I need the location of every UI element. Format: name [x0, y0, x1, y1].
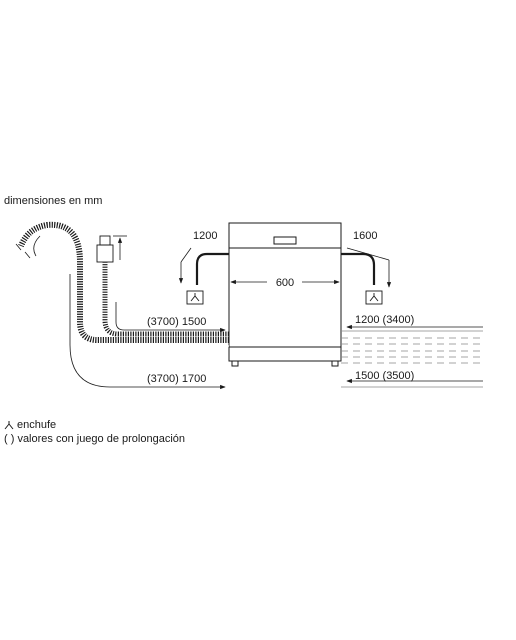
socket-left: [186, 290, 204, 305]
plug-left-icon: [190, 293, 200, 302]
left-cable-length: 1200: [193, 230, 217, 242]
legend-extension-note: ( ) valores con juego de prolongación: [4, 433, 186, 445]
right-inlet-length: 1200 (3400): [355, 314, 414, 326]
right-hose-lines: [341, 330, 483, 388]
inlet-hose-length: (3700) 1500: [147, 316, 206, 328]
left-power-cable: [178, 247, 229, 305]
width-label: 600: [276, 277, 294, 289]
hose-hook: [15, 243, 31, 259]
valve-connector: [99, 235, 111, 246]
legend-plug: enchufe: [4, 418, 56, 432]
right-drain-length: 1500 (3500): [355, 370, 414, 382]
aquastop-valve: [96, 244, 114, 263]
foot-left: [231, 360, 239, 367]
plug-icon: [4, 421, 14, 430]
display-window: [273, 236, 297, 245]
dishwasher: [228, 222, 342, 367]
right-cable-length: 1600: [353, 230, 377, 242]
diagram-title: dimensiones en mm: [4, 195, 103, 207]
foot-right: [331, 360, 339, 367]
right-dimension-arrows: [346, 324, 483, 384]
right-power-cable: [341, 247, 392, 305]
inlet-hose: [96, 235, 229, 337]
socket-right: [365, 290, 383, 305]
plug-right-icon: [369, 293, 379, 302]
drain-hose-length: (3700) 1700: [147, 373, 206, 385]
legend-plug-text: enchufe: [17, 419, 57, 431]
drain-hose: [18, 221, 229, 347]
hose-bend-guide: [33, 235, 41, 257]
inlet-hose-dimension: [115, 302, 226, 333]
dishwasher-body: [228, 222, 342, 362]
drain-hose-dimension: [69, 274, 226, 390]
